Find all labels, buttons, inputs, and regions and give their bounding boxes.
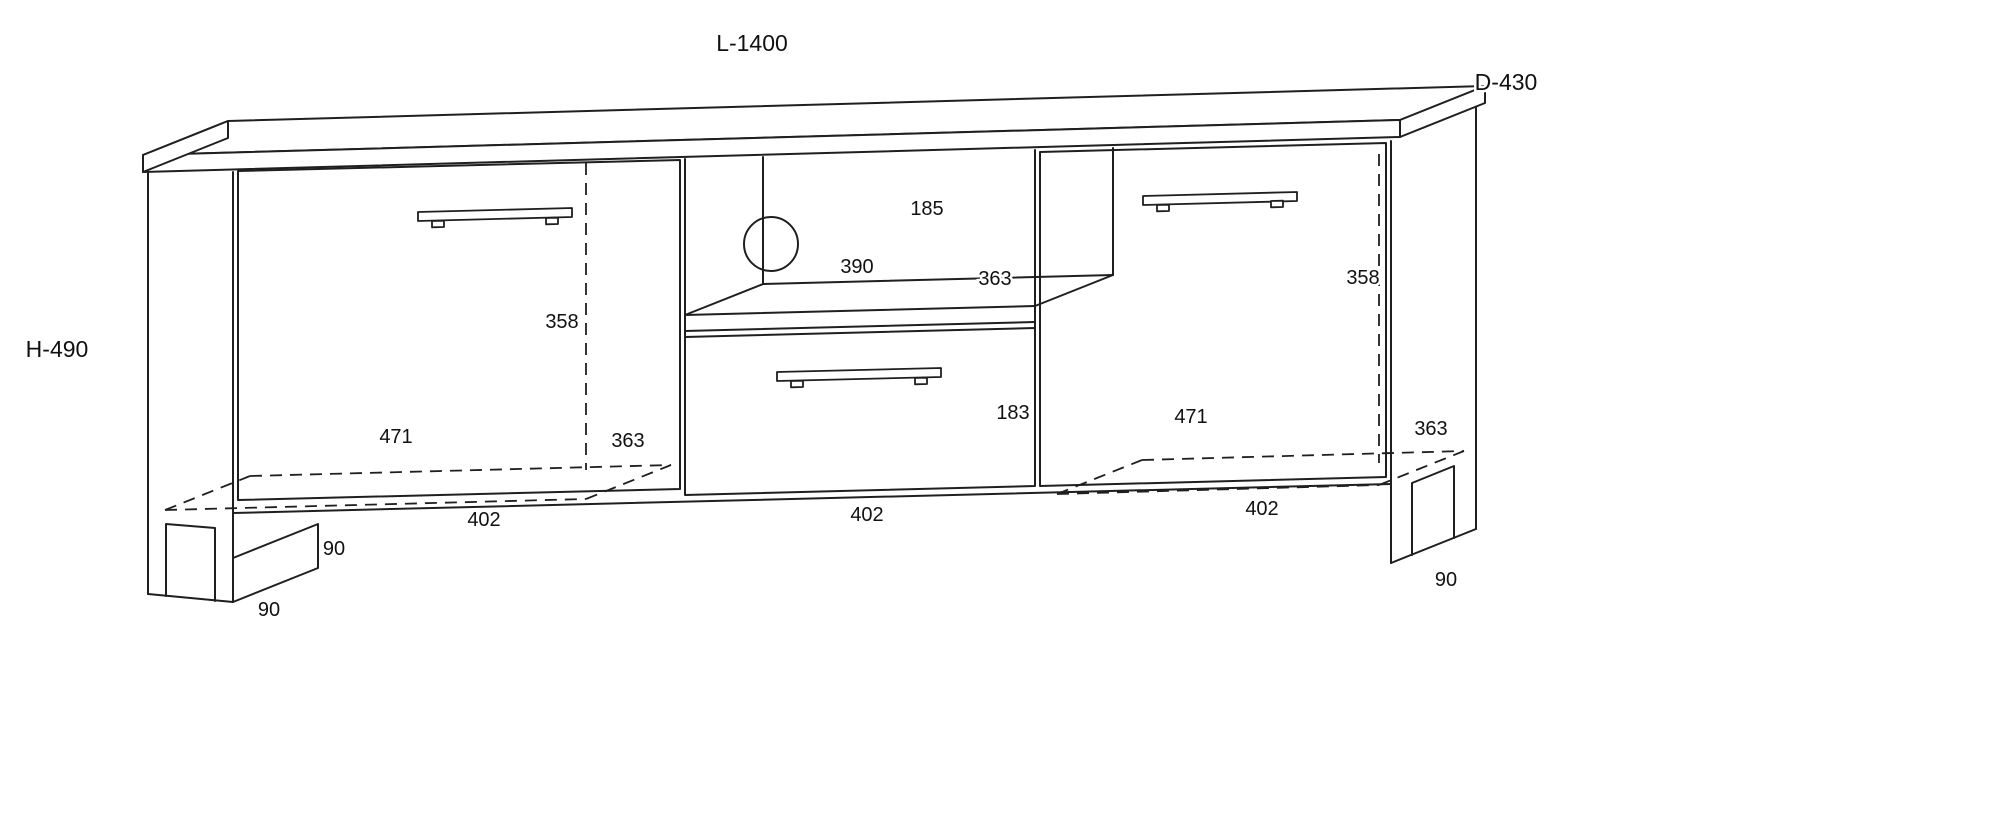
- right-plinth-notch: [1411, 465, 1455, 556]
- dim-niche-depth: 363: [978, 268, 1011, 290]
- right-door-handle-bar: [1142, 191, 1298, 206]
- niche-floor-front-edge: [684, 305, 1036, 316]
- left-front-foot-face: [232, 523, 319, 603]
- dim-left-foot-height: 90: [323, 538, 345, 560]
- bottom-panel-front-edge: [232, 483, 1392, 514]
- niche-floor-right-receding-edge: [1034, 274, 1114, 307]
- right-side-bottom-edge: [1390, 528, 1477, 564]
- right-door-handle-mount-right: [1270, 199, 1284, 209]
- dim-left-bottom-width: 402: [467, 509, 500, 531]
- dim-niche-width: 390: [840, 256, 873, 278]
- left-door: [237, 159, 681, 501]
- hidden-edges-left-compartment: [164, 163, 672, 511]
- right-door-outline: [1039, 142, 1387, 487]
- dim-drawer-compartment-height: 183: [996, 402, 1029, 424]
- left-door-handle-mount-right: [545, 216, 559, 226]
- drawer-handle-mount-left: [790, 379, 804, 389]
- drawer-handle: [776, 367, 942, 389]
- right-shelf-left-receding-hidden-edge: [1056, 459, 1143, 495]
- drawer-handle-bar: [776, 367, 942, 382]
- hidden-edges-right-compartment: [1056, 154, 1465, 495]
- niche-floor-thickness-edge: [684, 321, 1036, 332]
- dim-overall-depth: D-430: [1475, 69, 1538, 95]
- top-panel-left-end-face: [142, 120, 229, 173]
- niche-back-bottom-edge: [762, 274, 1114, 285]
- drawer: [684, 327, 1036, 496]
- dim-left-compartment-width: 471: [379, 426, 412, 448]
- drawer-front-outline: [684, 327, 1036, 496]
- dim-niche-height: 185: [910, 198, 943, 220]
- dim-left-compartment-height: 358: [545, 311, 578, 333]
- left-door-handle-mount-left: [431, 219, 445, 229]
- right-shelf-front-hidden-edge: [1056, 484, 1380, 495]
- right-door: [1039, 142, 1387, 487]
- dim-right-bottom-width: 402: [1245, 498, 1278, 520]
- dim-left-foot-depth: 90: [258, 599, 280, 621]
- top-panel: [142, 85, 1486, 173]
- dim-middle-bottom-width: 402: [850, 504, 883, 526]
- right-shelf-right-receding-hidden-edge: [1378, 450, 1465, 486]
- dimension-labels: L-1400 D-430 H-490 185 390 363 358 358 4…: [23, 28, 1540, 624]
- left-shelf-front-hidden-edge: [164, 498, 587, 511]
- right-door-handle: [1142, 191, 1298, 213]
- open-niche: [684, 147, 1114, 338]
- dim-left-compartment-depth: 363: [611, 430, 644, 452]
- left-door-outline: [237, 159, 681, 501]
- dim-right-compartment-depth: 363: [1414, 418, 1447, 440]
- dim-overall-height: H-490: [26, 336, 89, 362]
- right-side-panel: [1390, 106, 1477, 564]
- right-door-handle-mount-left: [1156, 203, 1170, 213]
- cable-hole-icon: [743, 216, 799, 272]
- niche-floor-left-receding-edge: [684, 283, 764, 316]
- left-side-panel: [147, 171, 319, 603]
- dim-right-foot-height: 90: [1435, 569, 1457, 591]
- drawer-handle-mount-right: [914, 376, 928, 386]
- left-door-handle: [417, 207, 573, 229]
- left-shelf-left-receding-hidden-edge: [164, 475, 251, 511]
- left-shelf-back-hidden-edge: [249, 464, 672, 477]
- left-plinth-notch: [165, 523, 216, 602]
- right-shelf-back-hidden-edge: [1141, 450, 1465, 461]
- left-shelf-right-receding-hidden-edge: [585, 464, 672, 500]
- left-door-handle-bar: [417, 207, 573, 222]
- dim-right-compartment-width: 471: [1174, 406, 1207, 428]
- left-side-bottom-edge: [147, 593, 234, 603]
- top-panel-right-end-face: [1399, 85, 1486, 138]
- dim-right-compartment-height: 358: [1346, 267, 1379, 289]
- dim-overall-length: L-1400: [716, 30, 788, 56]
